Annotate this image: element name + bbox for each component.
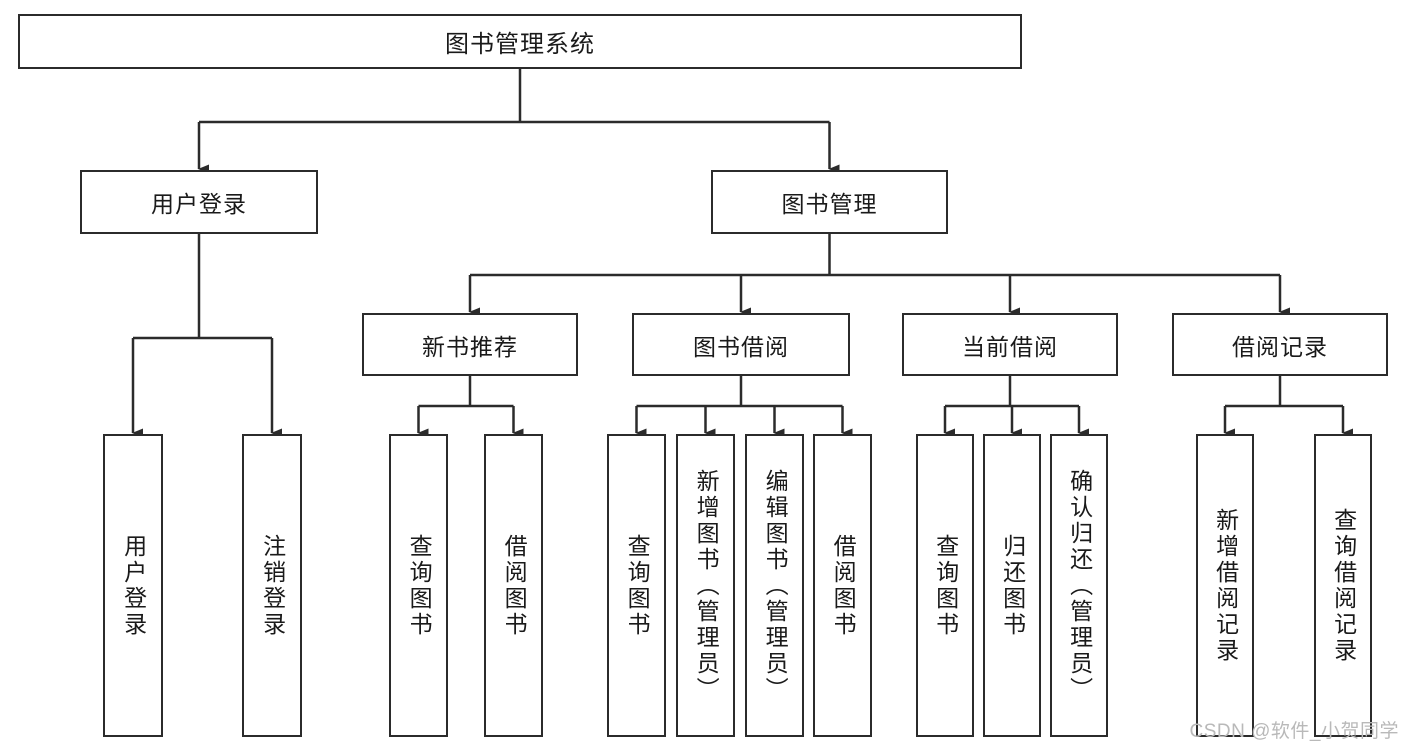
node-book-borrow[interactable]: 图书借阅 [632, 313, 850, 376]
node-label: 查询借阅记录 [1330, 507, 1357, 664]
node-leaf-query-record[interactable]: 查询借阅记录 [1314, 434, 1372, 737]
node-new-book-rec[interactable]: 新书推荐 [362, 313, 578, 376]
node-label: 借阅图书 [501, 533, 528, 638]
node-leaf-query-book-2[interactable]: 查询图书 [607, 434, 666, 737]
node-label: 查询图书 [406, 533, 433, 638]
node-label: 图书管理系统 [445, 31, 595, 58]
node-label: 借阅记录 [1232, 333, 1328, 360]
node-label: 编辑图书（管理员） [762, 468, 789, 703]
node-leaf-add-record[interactable]: 新增借阅记录 [1196, 434, 1254, 737]
node-book-manage[interactable]: 图书管理 [711, 170, 948, 234]
node-label: 确认归还（管理员） [1066, 468, 1093, 703]
node-leaf-user-login[interactable]: 用户登录 [103, 434, 163, 737]
node-leaf-borrow-book-1[interactable]: 借阅图书 [484, 434, 543, 737]
node-label: 图书管理 [781, 191, 878, 217]
node-leaf-query-book-3[interactable]: 查询图书 [916, 434, 974, 737]
node-label: 归还图书 [999, 533, 1026, 638]
node-leaf-logout[interactable]: 注销登录 [242, 434, 302, 737]
node-leaf-confirm-return[interactable]: 确认归还（管理员） [1050, 434, 1108, 737]
node-label: 查询图书 [624, 533, 651, 638]
node-label: 用户登录 [120, 533, 147, 638]
node-current-borrow[interactable]: 当前借阅 [902, 313, 1118, 376]
node-leaf-add-book[interactable]: 新增图书（管理员） [676, 434, 735, 737]
node-borrow-record[interactable]: 借阅记录 [1172, 313, 1388, 376]
node-leaf-query-book-1[interactable]: 查询图书 [389, 434, 448, 737]
node-user-login[interactable]: 用户登录 [80, 170, 318, 234]
node-label: 查询图书 [932, 533, 959, 638]
node-leaf-return-book[interactable]: 归还图书 [983, 434, 1041, 737]
node-root[interactable]: 图书管理系统 [18, 14, 1022, 69]
node-leaf-edit-book[interactable]: 编辑图书（管理员） [745, 434, 804, 737]
node-label: 用户登录 [151, 191, 247, 217]
node-label: 当前借阅 [962, 333, 1058, 360]
node-label: 新增图书（管理员） [693, 468, 720, 703]
node-leaf-borrow-book-2[interactable]: 借阅图书 [813, 434, 872, 737]
node-label: 图书借阅 [693, 333, 789, 360]
node-label: 新书推荐 [422, 333, 518, 360]
node-label: 注销登录 [259, 533, 286, 638]
node-label: 借阅图书 [830, 533, 857, 638]
watermark: CSDN @软件_小贺同学 [1189, 721, 1399, 742]
node-label: 新增借阅记录 [1212, 507, 1239, 664]
